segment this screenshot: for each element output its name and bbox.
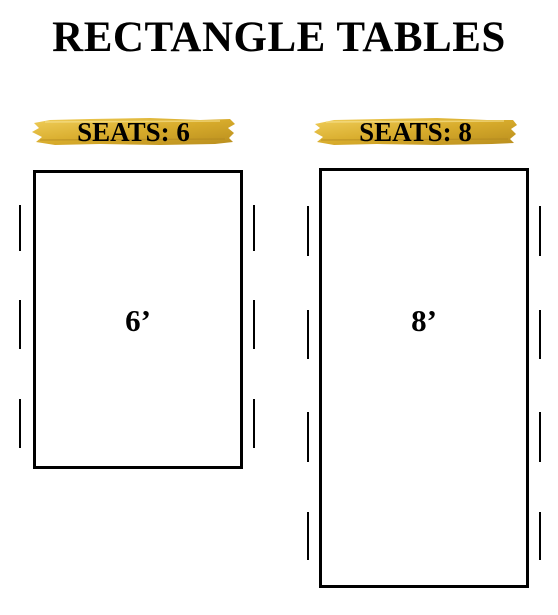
page-title: RECTANGLE TABLES — [52, 14, 506, 61]
chair — [539, 206, 541, 256]
chair — [19, 300, 21, 349]
gold-brush-stroke — [32, 118, 235, 145]
chair — [19, 399, 21, 448]
table-size-label: 6’ — [125, 303, 151, 338]
table-size-label: 8’ — [411, 303, 437, 338]
chair — [307, 512, 309, 560]
chair — [539, 512, 541, 560]
table-8ft: 8’ — [319, 168, 529, 588]
chair — [307, 310, 309, 359]
chair — [253, 399, 255, 448]
chair — [539, 412, 541, 462]
seats-badge-8: SEATS: 8 — [312, 114, 519, 148]
chair — [253, 205, 255, 251]
table-6ft: 6’ — [33, 170, 243, 469]
chair — [253, 300, 255, 349]
chair — [307, 206, 309, 256]
seats-label: SEATS: 6 — [77, 117, 190, 147]
gold-brush-stroke — [314, 118, 517, 145]
chair — [307, 412, 309, 462]
chair — [19, 205, 21, 251]
seats-badge-6: SEATS: 6 — [30, 114, 237, 148]
seats-label: SEATS: 8 — [359, 117, 472, 147]
chair — [539, 310, 541, 359]
